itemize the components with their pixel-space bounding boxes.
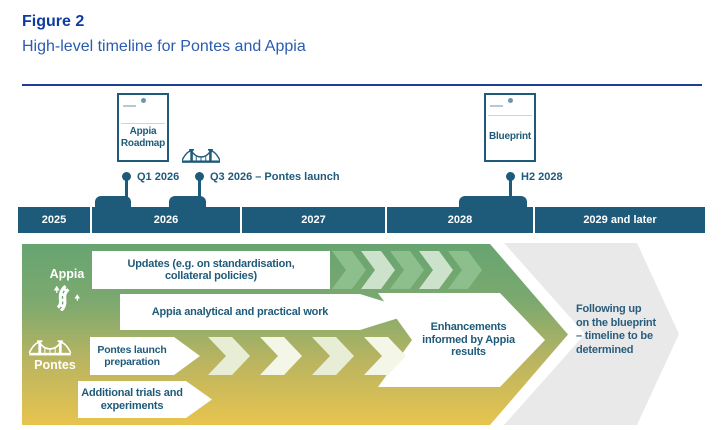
timeline-segment-2026: 2026 [92,207,240,233]
document-separator [121,123,165,124]
updates-box: Updates (e.g. on standardisation, collat… [92,251,330,289]
road-icon [53,284,81,311]
enhancements-line3: results [451,346,486,359]
milestone-stem [509,178,512,208]
trials-line1: Additional trials and [81,387,183,399]
trials-line2: experiments [100,399,164,412]
milestone-stem [125,178,128,208]
figure-label: Figure 2 [22,13,85,30]
blueprint-doc-label: Blueprint [488,131,532,142]
milestone-dot-q3-2026 [195,172,204,181]
enhancements-line2: informed by Appia [422,333,515,346]
analytical-label: Appia analytical and practical work [151,305,329,318]
milestone-dot-q1-2026 [122,172,131,181]
bridge-icon [182,148,220,163]
milestone-label-q3-2026: Q3 2026 – Pontes launch [210,171,340,183]
blueprint-document-icon: Blueprint [484,93,536,162]
timeline-segment-2025: 2025 [18,207,90,233]
timeline-segment-2027: 2027 [242,207,385,233]
updates-line2: collateral policies) [165,270,257,282]
document-text-line-icon [123,105,136,107]
timeline-tab-q3-2026 [169,196,206,209]
pontes-prep-line1: Pontes launch [97,343,167,356]
figure-title: High-level timeline for Pontes and Appia [22,38,306,55]
roadmap-doc-label: Appia Roadmap [119,126,167,149]
bridge-icon [28,340,72,356]
pontes-prep-arrow: Pontes launch preparation [90,337,200,375]
pontes-prep-line2: preparation [104,356,160,368]
document-separator [488,115,532,116]
document-logo-icon [507,98,513,103]
roadmap-doc-line2: Roadmap [120,137,166,149]
header-divider [22,84,702,86]
updates-line1: Updates (e.g. on standardisation, [127,257,295,270]
enhancements-line1: Enhancements [430,321,507,334]
timeline-tab-q1-2026 [95,196,131,209]
milestone-stem [198,178,201,208]
following-up-text: Following up on the blueprint – timeline… [576,303,682,357]
document-text-line-icon [490,105,503,107]
following-up-line4: determined [576,343,634,356]
document-logo-icon [140,98,146,103]
following-up-line2: on the blueprint [576,316,656,329]
milestone-label-q1-2026: Q1 2026 [137,171,180,183]
trials-arrow: Additional trials and experiments [78,381,212,418]
appia-roadmap-document-icon: Appia Roadmap [117,93,169,162]
analytical-arrow: Appia analytical and practical work [120,294,418,330]
timeline-segment-2028: 2028 [387,207,533,233]
following-up-line1: Following up [576,303,642,315]
milestone-dot-h2-2028 [506,172,515,181]
appia-row-label: Appia [49,267,85,281]
milestone-label-h2-2028: H2 2028 [521,171,563,183]
timeline-tab-h2-2028 [459,196,527,209]
following-up-line3: – timeline to be [576,330,653,342]
pontes-row-label: Pontes [34,358,76,372]
timeline-segment-2029-later: 2029 and later [535,207,705,233]
roadmap-doc-line1: Appia [129,126,157,137]
